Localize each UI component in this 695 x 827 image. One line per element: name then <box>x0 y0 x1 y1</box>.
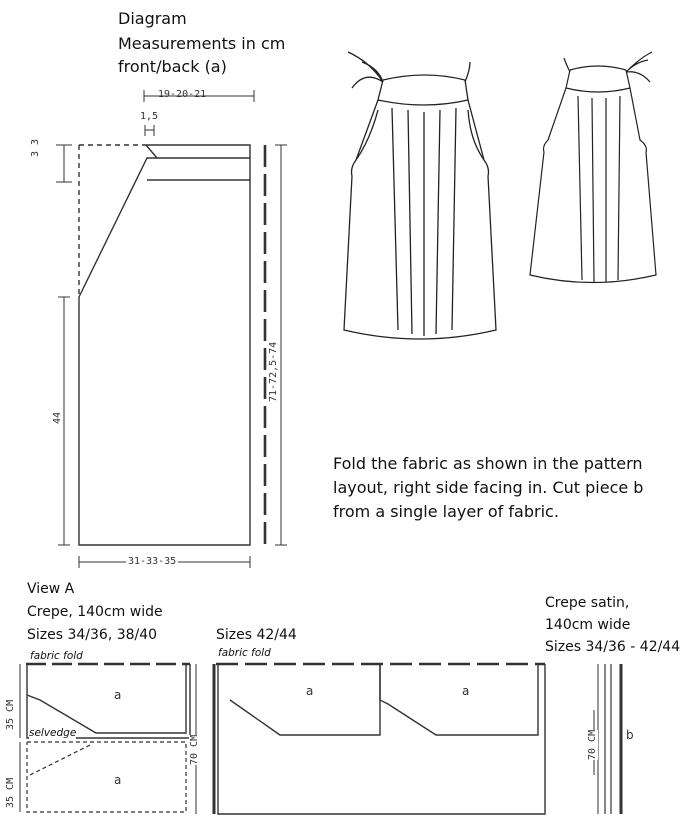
dimension-right-height: 71-72,5-74 <box>268 341 279 402</box>
layout-a-dim-bottom: 35 CM <box>5 777 16 808</box>
layout-b-dim: 70 CM <box>189 734 200 765</box>
diagram-units: Measurements in cm <box>118 34 286 53</box>
layout-b-piece-left: a <box>306 684 314 698</box>
layout-a-fabric: Crepe, 140cm wide <box>27 604 163 620</box>
layout-a-sizes: Sizes 34/36, 38/40 <box>27 627 158 643</box>
layout-a-piece-lower: a <box>114 773 122 787</box>
layout-a-piece-upper: a <box>114 688 122 702</box>
layout-c-fabric-1: Crepe satin, <box>545 595 630 611</box>
garment-sketch-large <box>343 51 497 340</box>
layout-a-title: View A <box>27 581 75 597</box>
layout-a-fold-label: fabric fold <box>30 650 83 662</box>
layout-c-fabric-2: 140cm wide <box>545 617 631 633</box>
dimension-offset: 1,5 <box>140 111 159 122</box>
layout-a-selvedge-label: selvedge <box>29 727 77 739</box>
instruction-line-1: Fold the fabric as shown in the pattern <box>333 454 643 473</box>
garment-sketch-small <box>529 51 657 284</box>
instruction-line-3: from a single layer of fabric. <box>333 502 559 521</box>
instruction-line-2: layout, right side facing in. Cut piece … <box>333 478 644 497</box>
layout-c-sizes: Sizes 34/36 - 42/44 <box>545 639 681 655</box>
diagram-title: Diagram <box>118 9 187 28</box>
dimension-left-height: 44 <box>52 411 63 424</box>
layout-a-dim-top: 35 CM <box>5 699 16 730</box>
layout-b-piece-right: a <box>462 684 470 698</box>
dimension-top-width: 19-20-21 <box>158 89 207 100</box>
dimension-yoke: 3 3 <box>30 138 41 157</box>
diagram-piece-label: front/back (a) <box>118 57 227 76</box>
layout-b-sizes: Sizes 42/44 <box>216 627 297 643</box>
layout-c-piece: b <box>626 728 634 742</box>
layout-b-fold-label: fabric fold <box>218 647 271 659</box>
layout-c-dim: 70 CM <box>587 729 598 760</box>
dimension-bottom-width: 31-33-35 <box>126 556 179 567</box>
